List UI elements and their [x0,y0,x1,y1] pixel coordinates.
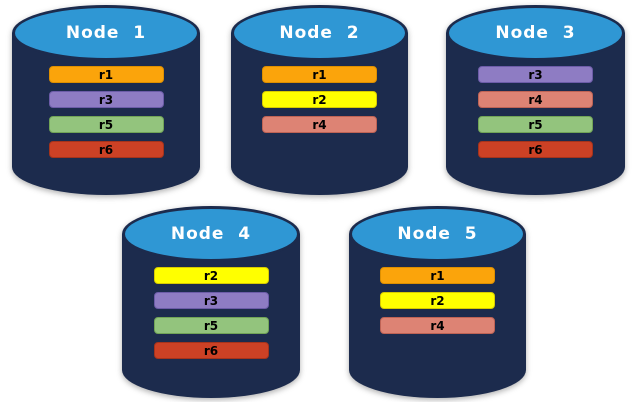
node-title: Node 3 [495,23,576,43]
node-title: Node 5 [397,224,478,244]
replica-bar: r2 [380,292,495,309]
replica-bar: r1 [48,66,164,83]
replica-bar: r6 [48,141,164,158]
replica-bar: r4 [478,91,593,108]
node-1-cylinder: Node 1 r1 r3 r5 r6 [12,5,200,195]
cylinder-top: Node 1 [12,5,200,61]
cylinder-top: Node 2 [231,5,408,61]
cylinder-top: Node 4 [122,206,300,262]
node-4-cylinder: Node 4 r2 r3 r5 r6 [122,206,300,398]
node-title: Node 1 [65,23,147,43]
replica-list: r2 r3 r5 r6 [122,267,300,359]
replica-list: r1 r2 r4 [349,267,526,334]
node-3-cylinder: Node 3 r3 r4 r5 r6 [446,5,625,195]
replica-bar: r1 [380,267,495,284]
replica-list: r3 r4 r5 r6 [446,66,625,158]
node-2-cylinder: Node 2 r1 r2 r4 [231,5,408,195]
node-title: Node 4 [170,224,252,244]
cylinder-top: Node 5 [349,206,526,262]
replica-bar: r2 [153,267,269,284]
replica-bar: r5 [478,116,593,133]
replica-bar: r6 [153,342,269,359]
replica-bar: r6 [478,141,593,158]
replica-bar: r3 [153,292,269,309]
replica-bar: r3 [478,66,593,83]
replica-bar: r5 [153,317,269,334]
cylinder-top: Node 3 [446,5,625,61]
replica-bar: r5 [48,116,164,133]
replica-bar: r2 [262,91,377,108]
node-5-cylinder: Node 5 r1 r2 r4 [349,206,526,398]
node-title: Node 2 [279,23,360,43]
replica-bar: r4 [262,116,377,133]
replica-list: r1 r2 r4 [231,66,408,133]
replica-list: r1 r3 r5 r6 [12,66,200,158]
replica-bar: r1 [262,66,377,83]
replica-bar: r3 [48,91,164,108]
replica-bar: r4 [380,317,495,334]
